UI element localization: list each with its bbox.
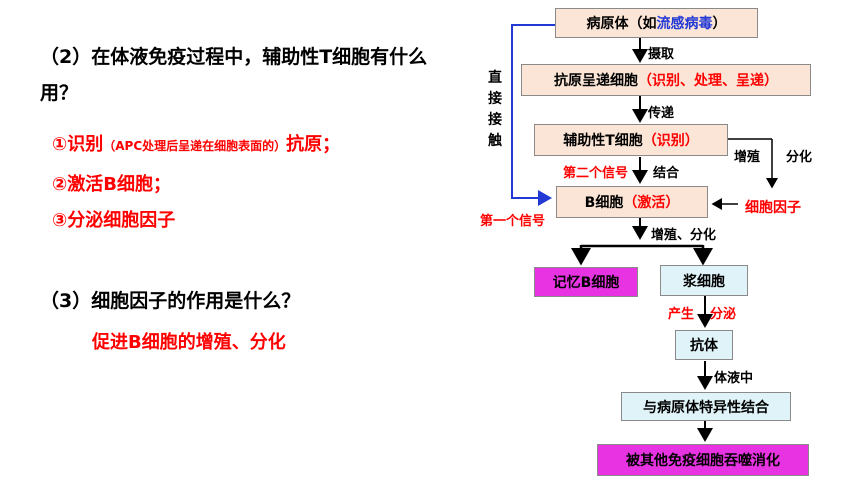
- box-bcell: B细胞（激活）: [556, 186, 708, 218]
- direct-char-3: 接: [488, 112, 502, 128]
- label-first-signal: 第一个信号: [480, 214, 546, 229]
- direct-char-4: 触: [488, 133, 502, 149]
- box-apc: 抗原呈递细胞（识别、处理、呈递）: [521, 64, 811, 96]
- box-bind-pathogen: 与病原体特异性结合: [621, 392, 791, 421]
- box-digest: 被其他免疫细胞吞噬消化: [597, 444, 809, 476]
- question-2-line2: 用？: [40, 82, 79, 104]
- label-produce: 产生: [668, 307, 695, 322]
- direct-char-2: 接: [488, 91, 502, 107]
- apc-black: 抗原呈递细胞: [554, 73, 638, 89]
- pathogen-prefix: 病原体（如: [586, 16, 657, 32]
- answer-2-3: ③分泌细胞因子: [52, 210, 176, 231]
- box-memory-bcell: 记忆B细胞: [534, 267, 638, 297]
- answer-2-1-tail: 抗原；: [286, 134, 341, 155]
- answer-2-1-note: （APC处理后呈递在细胞表面的）: [103, 139, 287, 153]
- pathogen-highlight: 流感病毒: [656, 16, 713, 32]
- direct-char-1: 直: [488, 70, 502, 86]
- bcell-red: （激活）: [623, 195, 680, 211]
- question-3: （3）细胞因子的作用是什么？: [40, 290, 301, 312]
- answer-2-1: ①识别（APC处理后呈递在细胞表面的）抗原；: [52, 130, 340, 156]
- label-combine: 结合: [653, 166, 680, 181]
- label-second-signal: 第二个信号: [563, 166, 629, 181]
- label-differ: 分化: [786, 150, 813, 165]
- label-prolif: 增殖: [734, 150, 761, 165]
- th-black: 辅助性T细胞: [563, 133, 643, 149]
- bcell-black: B细胞: [584, 195, 624, 211]
- label-transmit: 传递: [648, 106, 675, 121]
- label-prolif-differ: 增殖、分化: [651, 228, 717, 243]
- label-humoral: 体液中: [714, 371, 754, 386]
- label-secrete: 分泌: [710, 307, 737, 322]
- box-antibody: 抗体: [675, 330, 733, 360]
- box-pathogen: 病原体（如流感病毒）: [555, 8, 758, 38]
- pathogen-suffix: ）: [712, 16, 727, 32]
- answer-2-1-main: ①识别: [52, 134, 104, 155]
- th-red: （识别）: [642, 133, 699, 149]
- question-2-line1: （2）在体液免疫过程中，辅助性T细胞有什么: [40, 46, 428, 68]
- label-cytokine: 细胞因子: [745, 200, 801, 216]
- box-th: 辅助性T细胞（识别）: [534, 124, 728, 156]
- box-plasma-cell: 浆细胞: [660, 265, 748, 296]
- direct-contact-line: [511, 24, 555, 206]
- answer-2-2: ②激活B细胞；: [52, 174, 171, 195]
- apc-red: （识别、处理、呈递）: [638, 73, 778, 89]
- label-uptake: 摄取: [648, 47, 675, 62]
- answer-3: 促进B细胞的增殖、分化: [92, 332, 286, 353]
- label-direct-contact: 直 接 接 触: [488, 68, 502, 152]
